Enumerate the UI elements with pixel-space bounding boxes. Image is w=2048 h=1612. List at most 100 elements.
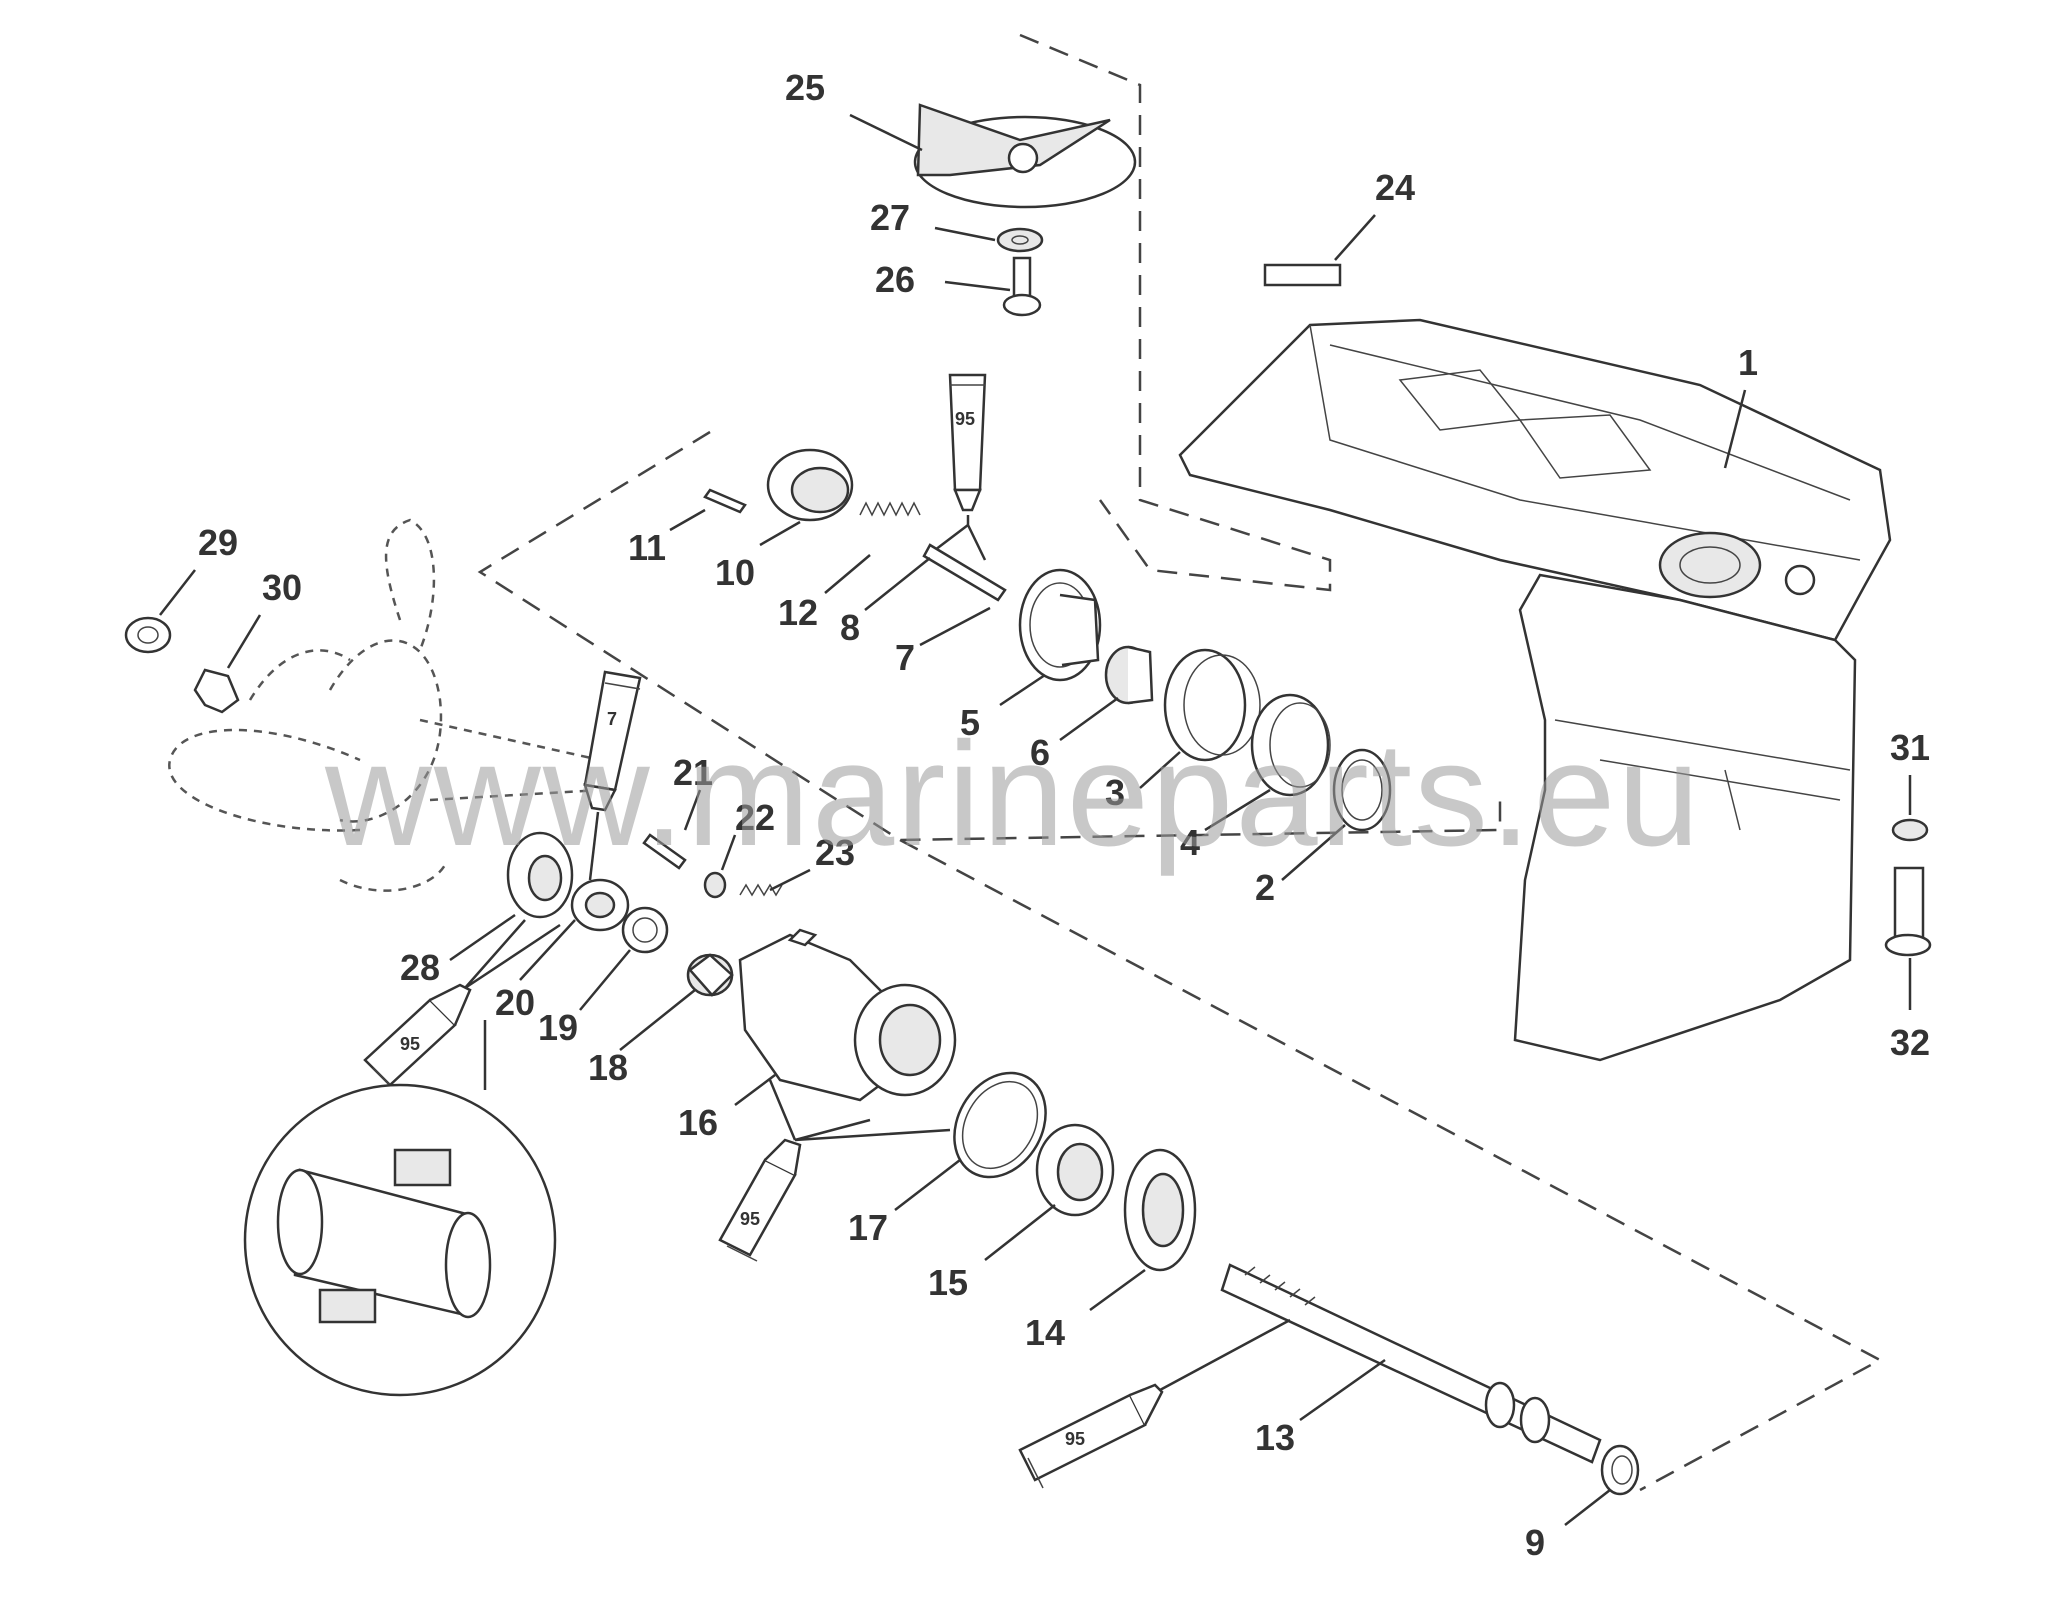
tube-label-bottom: 95 [1065, 1429, 1085, 1449]
leader-21 [683, 789, 702, 831]
callout-20: 20 [495, 982, 535, 1023]
callout-32: 32 [1890, 1022, 1930, 1063]
callout-30: 30 [262, 567, 302, 608]
bearing-cup-3 [1163, 648, 1261, 762]
leader-9 [1564, 1489, 1611, 1526]
callout-8: 8 [840, 607, 860, 648]
leader-30 [226, 614, 262, 669]
leader-26 [944, 280, 1011, 292]
cam-follower-part [766, 448, 854, 522]
callout-26: 26 [875, 259, 915, 300]
lubricant-tube-7 [583, 670, 642, 812]
prop-nut-29 [124, 616, 172, 654]
leader-29 [159, 569, 196, 616]
detent-pin-21 [642, 833, 687, 870]
sealant-tube-center [718, 1138, 802, 1262]
pin-11 [703, 488, 747, 514]
gear-housing [1178, 318, 1892, 1062]
bearing-race-4 [1250, 693, 1331, 797]
leader-25 [849, 113, 923, 152]
leader-23 [769, 868, 811, 892]
tube-label-left: 95 [400, 1034, 420, 1054]
callout-23: 23 [815, 832, 855, 873]
thrust-hub-28 [506, 831, 574, 919]
washer-19 [621, 906, 669, 954]
shim-ring-2 [1332, 748, 1392, 832]
leader-6 [1059, 696, 1119, 742]
seal-ring-9 [1600, 1444, 1640, 1496]
callout-7: 7 [895, 637, 915, 678]
bushing-18 [686, 953, 734, 997]
callout-3: 3 [1105, 772, 1125, 813]
leader-24 [1334, 214, 1376, 261]
leader-4 [1204, 788, 1271, 832]
propeller-shaft-13 [1220, 1263, 1602, 1464]
leader-28 [449, 913, 516, 962]
leader-27 [934, 226, 996, 242]
leader-7 [919, 606, 991, 647]
assembly-outline-propshaft [899, 838, 1883, 1492]
screw-part [1002, 256, 1042, 317]
callout-2: 2 [1255, 867, 1275, 908]
assembly-outline-gearset [477, 430, 1502, 842]
leader-22 [720, 834, 737, 871]
leader-12 [824, 554, 871, 594]
callout-28: 28 [400, 947, 440, 988]
callout-1: 1 [1738, 342, 1758, 383]
ball-22 [703, 871, 727, 899]
propeller-outline [168, 518, 601, 892]
callout-31: 31 [1890, 727, 1930, 768]
sealant-tube-upper [948, 373, 987, 512]
watermark-text: www.marineparts.eu [324, 712, 1702, 877]
callout-5: 5 [960, 702, 980, 743]
tab-washer-30 [193, 668, 240, 714]
leader-8 [864, 557, 931, 611]
callout-10: 10 [715, 552, 755, 593]
callout-18: 18 [588, 1047, 628, 1088]
assembly-outline-upper [1019, 33, 1332, 592]
pinion-gear [1018, 568, 1102, 682]
leader-19 [579, 949, 631, 1011]
decal-part [1263, 263, 1342, 287]
washer-31 [1891, 818, 1929, 842]
tube-label-7: 7 [607, 709, 617, 729]
leader-18 [619, 989, 696, 1051]
spring-12 [859, 501, 921, 517]
leader-5 [999, 673, 1046, 707]
leader-20 [519, 919, 576, 981]
callout-9: 9 [1525, 1522, 1545, 1563]
leader-10 [759, 520, 801, 547]
callout-25: 25 [785, 67, 825, 108]
callout-21: 21 [673, 752, 713, 793]
washer-part [996, 227, 1044, 253]
detail-magnified-view [243, 1083, 557, 1397]
bolt-32 [1884, 866, 1932, 957]
leader-13 [1299, 1358, 1386, 1422]
trim-tab-anode [913, 103, 1137, 209]
bearing-15 [1035, 1123, 1115, 1217]
callout-17: 17 [848, 1207, 888, 1248]
callout-24: 24 [1375, 167, 1415, 208]
leader-14 [1089, 1268, 1146, 1312]
seal-20 [570, 878, 630, 932]
leader-15 [984, 1204, 1056, 1261]
callout-29: 29 [198, 522, 238, 563]
leader-2 [1281, 824, 1346, 881]
shift-shaft-7 [922, 543, 1007, 602]
callout-6: 6 [1030, 732, 1050, 773]
reverse-gear-14 [1123, 1148, 1197, 1272]
callout-22: 22 [735, 797, 775, 838]
callout-15: 15 [928, 1262, 968, 1303]
bushing-6 [1104, 645, 1154, 705]
callout-13: 13 [1255, 1417, 1295, 1458]
tube-label-upper: 95 [955, 409, 975, 429]
callout-27: 27 [870, 197, 910, 238]
callout-12: 12 [778, 592, 818, 633]
leader-1 [1723, 389, 1747, 469]
bearing-carrier-16 [738, 928, 957, 1102]
callout-16: 16 [678, 1102, 718, 1143]
callout-11: 11 [628, 527, 666, 568]
sealant-tube-bottom [1018, 1383, 1164, 1489]
tube-label-center: 95 [740, 1209, 760, 1229]
